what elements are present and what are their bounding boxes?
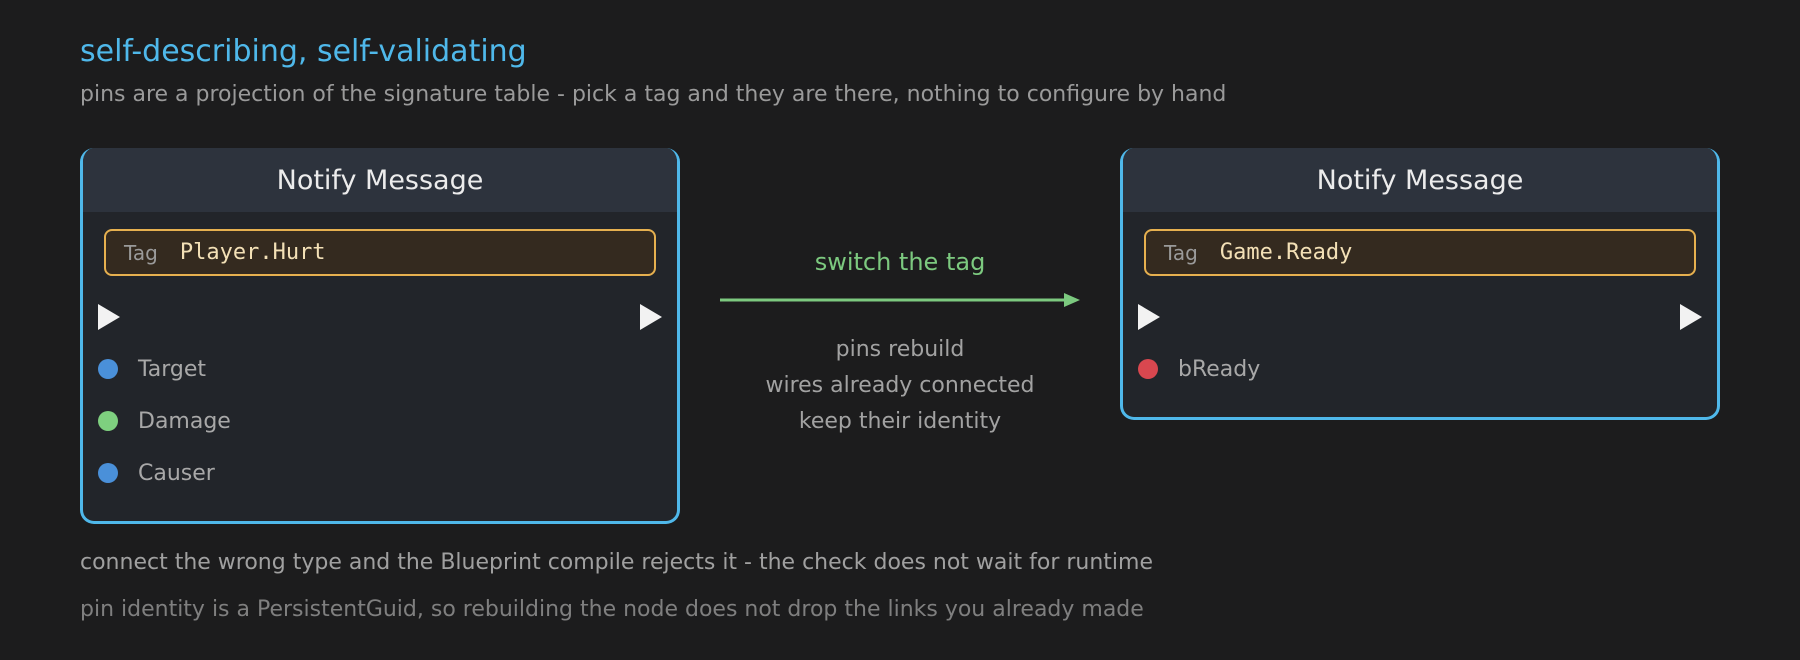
note-compile-check: connect the wrong type and the Blueprint…	[80, 550, 1154, 575]
transition-description: pins rebuild wires already connected kee…	[720, 332, 1080, 440]
pin-dot-icon	[98, 411, 118, 431]
notify-message-node-before[interactable]: Notify Message Tag Player.Hurt Target Da…	[80, 148, 680, 524]
transition-line: pins rebuild	[835, 337, 965, 362]
tag-field[interactable]: Tag Game.Ready	[1144, 229, 1696, 276]
pin-bready[interactable]: bReady	[1138, 354, 1260, 384]
page-title: self-describing, self-validating	[80, 34, 527, 69]
pin-label: Causer	[138, 460, 215, 486]
exec-output-pin-icon[interactable]	[1680, 304, 1702, 330]
tag-value: Player.Hurt	[179, 240, 326, 265]
tag-value: Game.Ready	[1219, 240, 1353, 265]
exec-input-pin-icon[interactable]	[98, 304, 120, 330]
transition-line: wires already connected	[765, 373, 1035, 398]
node-title: Notify Message	[1123, 148, 1717, 212]
node-title: Notify Message	[83, 148, 677, 212]
pin-dot-icon	[1138, 359, 1158, 379]
exec-output-pin-icon[interactable]	[640, 304, 662, 330]
tag-label: Tag	[1164, 240, 1198, 265]
pin-dot-icon	[98, 463, 118, 483]
pin-causer[interactable]: Causer	[98, 458, 215, 488]
pin-label: Damage	[138, 408, 231, 434]
transition-line: keep their identity	[798, 409, 1002, 434]
pin-dot-icon	[98, 359, 118, 379]
notify-message-node-after[interactable]: Notify Message Tag Game.Ready bReady	[1120, 148, 1720, 420]
exec-input-pin-icon[interactable]	[1138, 304, 1160, 330]
transition-label: switch the tag	[814, 248, 986, 276]
right-arrow-icon	[720, 293, 1080, 307]
tag-label: Tag	[124, 240, 158, 265]
pin-label: Target	[138, 356, 207, 382]
pin-label: bReady	[1178, 356, 1261, 382]
note-persistent-guid: pin identity is a PersistentGuid, so reb…	[80, 597, 1144, 622]
tag-field[interactable]: Tag Player.Hurt	[104, 229, 656, 276]
pin-damage[interactable]: Damage	[98, 406, 231, 436]
pin-target[interactable]: Target	[98, 354, 206, 384]
page-subtitle: pins are a projection of the signature t…	[80, 82, 1227, 107]
